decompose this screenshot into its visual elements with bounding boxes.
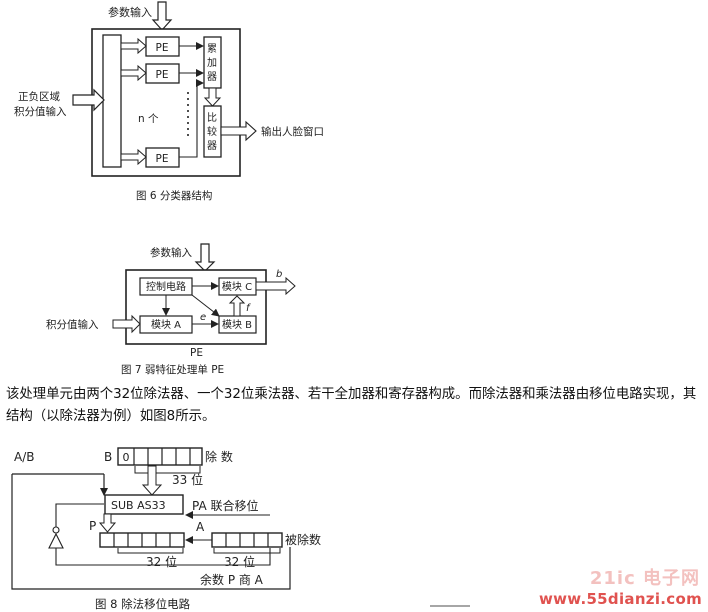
fig7-module-b-label: 模块 B xyxy=(222,319,252,331)
fig6-left-input-line1: 正负区域 xyxy=(18,90,60,103)
fig8-ab-label: A/B xyxy=(14,450,34,464)
fig6-comparator-char-1: 比 xyxy=(207,112,217,124)
fig6-comparator-char-2: 较 xyxy=(207,125,217,138)
fig6-output-label: 输出人脸窗口 xyxy=(261,125,324,138)
fig8-b-to-sub-arrow xyxy=(141,465,163,496)
fig8-pa-label: PA 联合移位 xyxy=(192,498,259,513)
fig7-left-input-label: 积分值输入 xyxy=(46,318,99,331)
fig8-outer-feedback-line xyxy=(11,474,291,590)
fig8-b-label: B xyxy=(104,450,112,464)
fig7-module-a-label: 模块 A xyxy=(151,319,181,331)
fig7-left-input-arrow xyxy=(112,314,141,334)
fig6-param-input-label: 参数输入 xyxy=(108,5,152,19)
fig7-label-b: b xyxy=(276,269,282,280)
fig6-pe-3-label: PE xyxy=(156,153,169,165)
fig8-p-label: P xyxy=(89,519,96,533)
fig6-adder-to-comparator-arrow xyxy=(203,87,222,107)
fig6-output-arrow xyxy=(220,120,257,142)
watermark-url[interactable]: www.55dianzi.com xyxy=(538,590,702,608)
fig6-input-bus xyxy=(102,34,122,168)
figure-7-pe: 参数输入 控制电路 模块 C 模块 A 模块 B e f 积分值输入 b PE … xyxy=(46,243,296,376)
fig6-bus-to-pe3-arrow xyxy=(120,148,147,166)
fig8-p-brace xyxy=(117,548,184,554)
fig6-adder-char-3: 器 xyxy=(207,71,217,83)
fig8-b-register xyxy=(117,447,203,466)
fig6-bus-to-pe2-arrow xyxy=(120,64,147,82)
fig6-pe-2-label: PE xyxy=(156,69,169,81)
fig7-control-label: 控制电路 xyxy=(146,280,186,293)
fig8-a-register xyxy=(211,532,283,548)
fig6-adder-char-1: 累 xyxy=(207,43,217,55)
fig7-output-arrow xyxy=(255,276,296,296)
figure-8-division: A/B B 0 除 数 33 位 SUB AS33 PA 联合移位 P xyxy=(11,447,321,611)
fig8-sub-to-inverter xyxy=(55,503,104,527)
fig7-label-f: f xyxy=(246,303,251,314)
fig6-param-input-arrow xyxy=(151,1,173,31)
fig8-sub-label: SUB AS33 xyxy=(111,499,166,512)
fig8-inverter-triangle xyxy=(48,532,64,549)
fig6-n-label: n 个 xyxy=(138,113,159,125)
fig8-inverter-bubble xyxy=(52,526,60,534)
fig8-remainder-label: 余数 P 商 A xyxy=(200,572,264,587)
fig8-zero-bit: 0 xyxy=(123,451,130,464)
fig6-left-input-arrow xyxy=(72,88,105,112)
fig6-comparator-char-3: 器 xyxy=(207,140,217,152)
body-paragraph: 该处理单元由两个32位除法器、一个32位乘法器、若干全加器和寄存器构成。而除法器… xyxy=(6,387,697,424)
fig6-bus-to-pe1-arrow xyxy=(120,37,147,55)
fig8-divisor-label: 除 数 xyxy=(205,449,233,464)
fig6-pe-1-label: PE xyxy=(156,42,169,54)
fig7-caption: 图 7 弱特征处理单 PE xyxy=(121,364,224,376)
fig8-33bit-label: 33 位 xyxy=(172,472,203,487)
fig8-sub-box xyxy=(104,494,184,515)
fig7-control-to-b xyxy=(191,294,220,317)
fig8-a-label: A xyxy=(196,520,205,534)
figure-6-classifier: 参数输入 正负区域 积分值输入 PE PE PE n 个 累 加 器 xyxy=(14,1,324,202)
fig8-inverter-to-a xyxy=(55,548,271,566)
fig7-module-c-label: 模块 C xyxy=(222,281,252,293)
watermark-brand: 21ic 电子网 xyxy=(589,568,700,589)
fig7-param-input-arrow xyxy=(194,243,216,272)
fig7-label-e: e xyxy=(200,312,206,323)
fig7-pe-label: PE xyxy=(190,347,203,359)
fig8-32bit-a-label: 32 位 xyxy=(224,554,255,569)
fig6-adder-char-2: 加 xyxy=(207,57,217,69)
fig8-33bit-brace xyxy=(134,466,201,474)
fig8-a-brace xyxy=(213,548,281,554)
fig8-dividend-label: 被除数 xyxy=(285,532,321,547)
fig6-pe3-to-adder xyxy=(179,79,204,158)
fig8-sub-to-p-arrow xyxy=(98,513,117,533)
fig7-param-input-label: 参数输入 xyxy=(150,246,192,259)
fig8-32bit-p-label: 32 位 xyxy=(146,554,177,569)
fig8-caption: 图 8 除法移位电路 xyxy=(95,597,191,611)
fig6-caption: 图 6 分类器结构 xyxy=(136,189,212,202)
fig6-left-input-line2: 积分值输入 xyxy=(14,105,67,118)
fig7-b-to-c-arrow xyxy=(228,295,246,317)
